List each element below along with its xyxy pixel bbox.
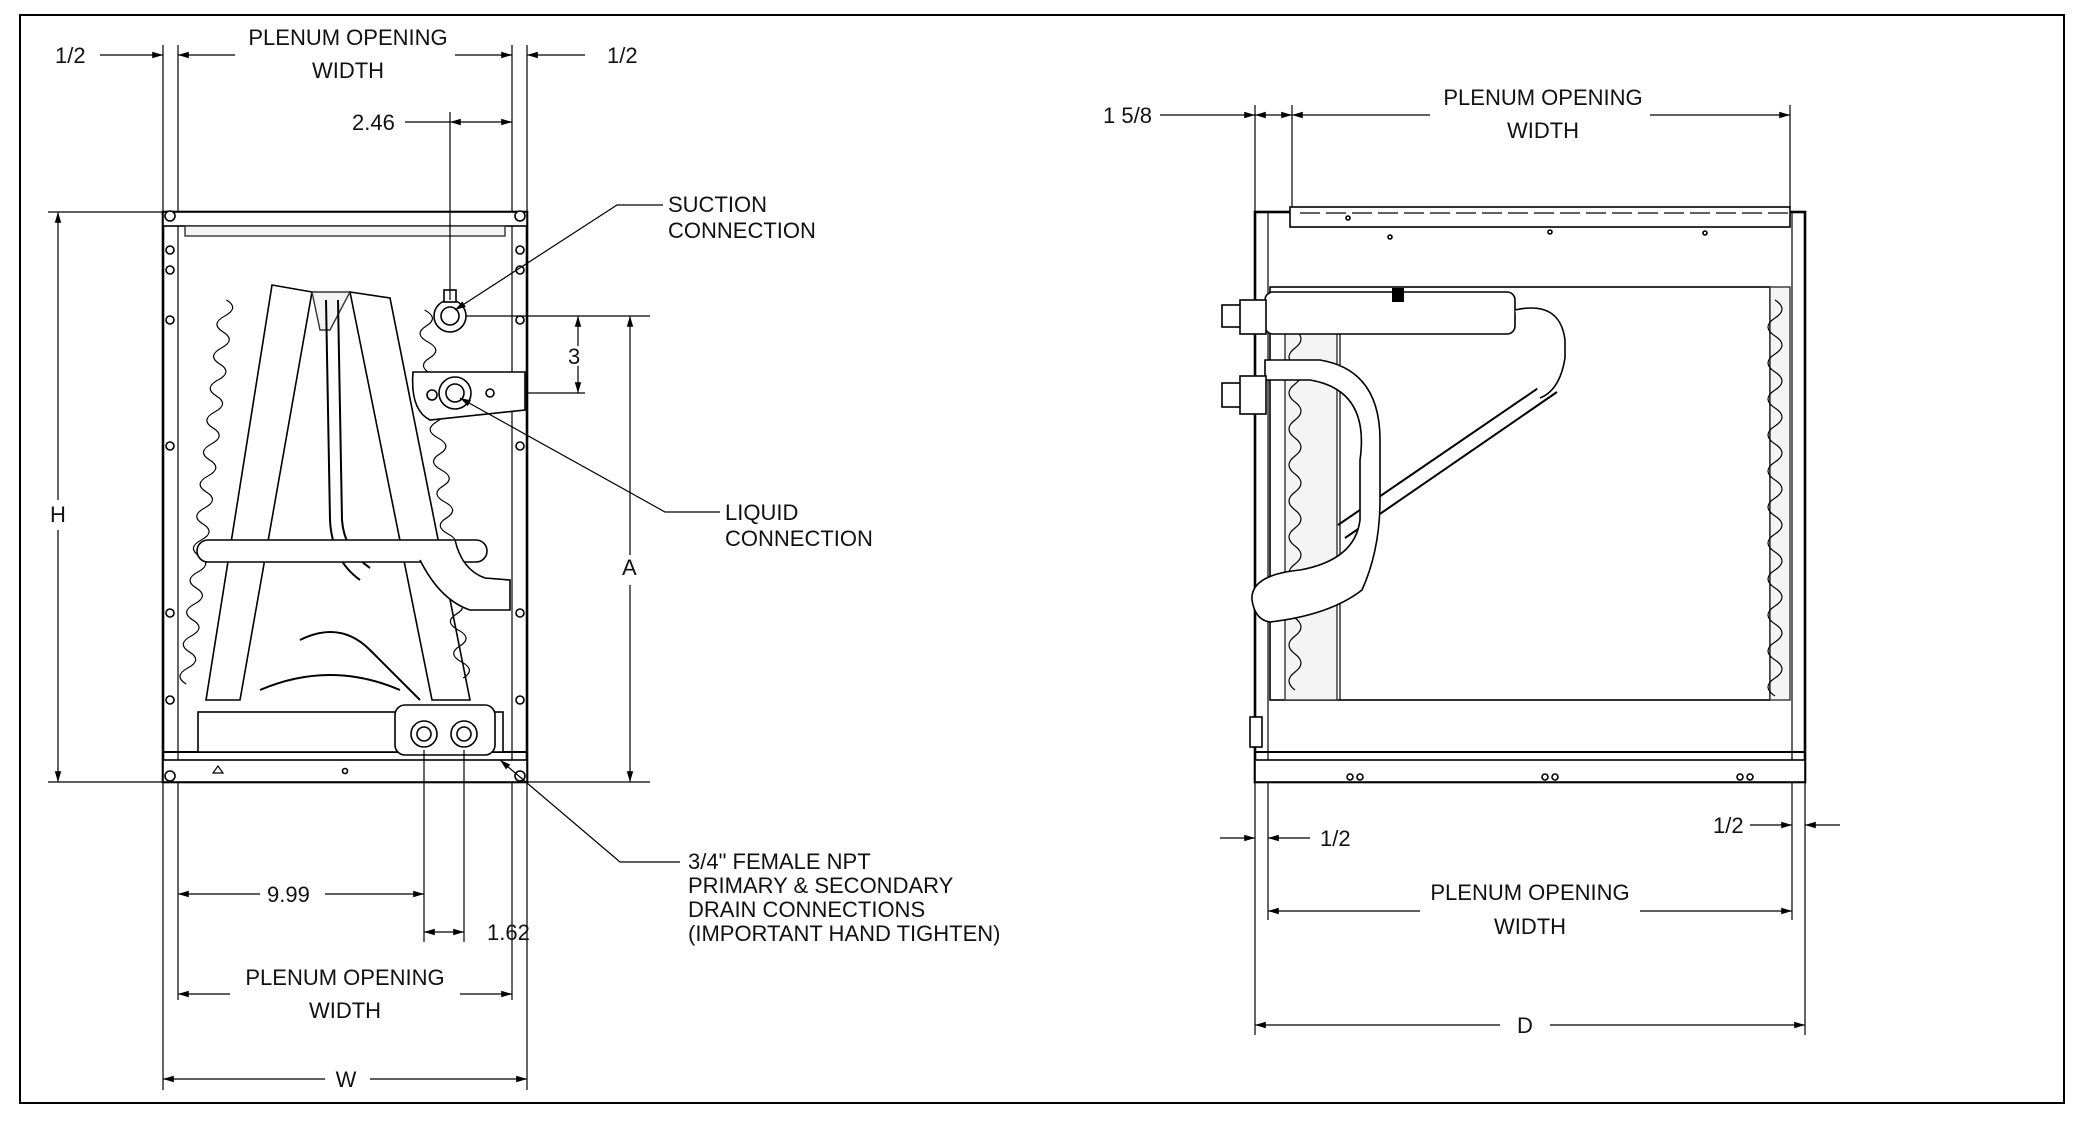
side-plenum-top-line1: PLENUM OPENING: [1443, 85, 1642, 110]
side-view: 1 5/8 PLENUM OPENING WIDTH 1/2 1/2 PLENU…: [1103, 85, 1840, 1038]
front-view: 1/2 1/2 PLENUM OPENING WIDTH 2.46 3 H A …: [48, 25, 1001, 1092]
front-dim-3: 3: [568, 344, 580, 369]
side-dim-d: D: [1517, 1013, 1533, 1038]
drawing-border: [19, 14, 2065, 1104]
front-dim-162: 1.62: [487, 920, 530, 945]
front-side-holes: [164, 210, 526, 782]
liquid-label-line2: CONNECTION: [725, 526, 873, 551]
suction-label-line1: SUCTION: [668, 192, 767, 217]
suction-label-line2: CONNECTION: [668, 218, 816, 243]
front-plenum-bottom-line2: WIDTH: [309, 998, 381, 1023]
front-half-inch-right: 1/2: [607, 43, 638, 68]
drain-label-line4: (IMPORTANT HAND TIGHTEN): [688, 921, 1001, 946]
drain-label-line1: 3/4" FEMALE NPT: [688, 849, 871, 874]
front-dim-w: W: [336, 1067, 357, 1092]
side-plenum-bottom-line1: PLENUM OPENING: [1430, 880, 1629, 905]
front-plenum-top-line2: WIDTH: [312, 58, 384, 83]
front-plenum-top-line1: PLENUM OPENING: [248, 25, 447, 50]
side-cabinet: [1253, 206, 1807, 784]
front-extension-lines: [48, 45, 650, 1090]
front-dim-h: H: [50, 502, 66, 527]
drain-label-line2: PRIMARY & SECONDARY: [688, 873, 954, 898]
side-coil: [1269, 286, 1791, 701]
side-dimension-lines: [1160, 111, 1840, 1029]
front-dim-a: A: [622, 555, 637, 580]
front-leaders: [454, 204, 720, 863]
a-coil: [179, 284, 511, 701]
liquid-connection: [411, 371, 526, 421]
side-piping: [1221, 288, 1566, 748]
side-half-inch-right: 1/2: [1713, 813, 1744, 838]
side-half-inch-left: 1/2: [1320, 826, 1351, 851]
side-dim-158: 1 5/8: [1103, 103, 1152, 128]
front-half-inch-left: 1/2: [55, 43, 86, 68]
liquid-label-line1: LIQUID: [725, 500, 798, 525]
front-dimension-lines: [54, 51, 634, 1083]
front-dim-999: 9.99: [267, 882, 310, 907]
front-plenum-bottom-line1: PLENUM OPENING: [245, 965, 444, 990]
drain-label-line3: DRAIN CONNECTIONS: [688, 897, 925, 922]
front-dim-246: 2.46: [352, 110, 395, 135]
drain-pan: [197, 704, 504, 775]
side-plenum-top-line2: WIDTH: [1507, 118, 1579, 143]
side-plenum-bottom-line2: WIDTH: [1494, 914, 1566, 939]
